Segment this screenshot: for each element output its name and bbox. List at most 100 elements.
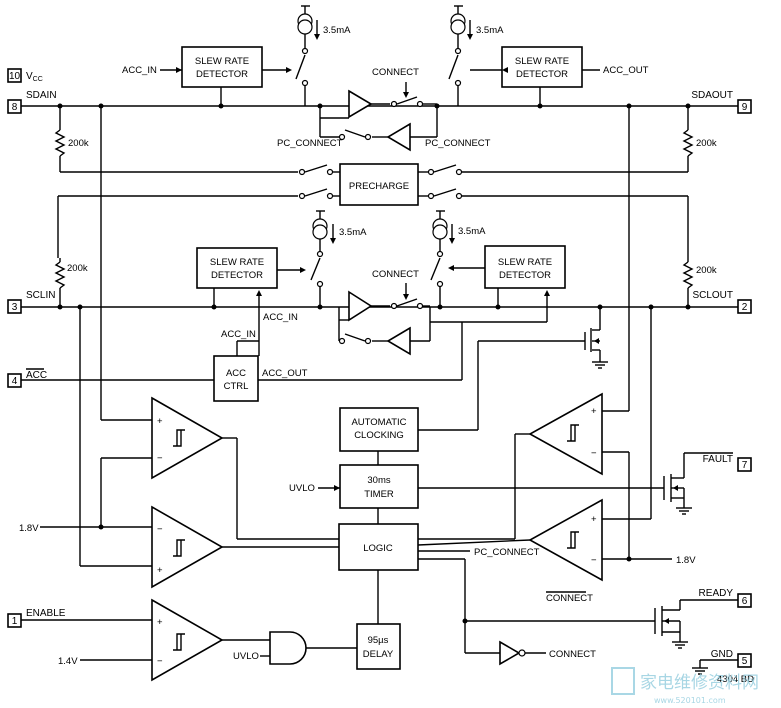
pin-3: 3 SCLIN (7, 290, 55, 314)
svg-text:AUTOMATIC: AUTOMATIC (351, 417, 406, 428)
pin-2-label: SCLOUT (692, 290, 733, 301)
comparator-scl-in: − + 1.8V (19, 307, 339, 589)
svg-text:3: 3 (12, 302, 18, 313)
sda-buffer-reverse: PC_CONNECT PC_CONNECT (277, 106, 491, 152)
svg-text:4: 4 (12, 376, 18, 387)
inverter: CONNECT (465, 640, 596, 666)
svg-text:CLOCKING: CLOCKING (354, 430, 404, 441)
pin-8: 8 SDAIN (7, 90, 57, 114)
comparator-scl-out: + − 1.8V (417, 307, 696, 582)
ref-1.8v-right: 1.8V (676, 555, 696, 566)
resistor-sda-in: 200k (54, 106, 89, 172)
svg-text:SLEW RATE: SLEW RATE (498, 257, 552, 268)
svg-text:LOGIC: LOGIC (363, 543, 393, 554)
pc-connect-label-logic: PC_CONNECT (474, 547, 540, 558)
svg-text:CTRL: CTRL (224, 381, 249, 392)
pc-connect-label-right: PC_CONNECT (425, 138, 491, 149)
svg-text:200k: 200k (68, 138, 89, 149)
svg-text:DETECTOR: DETECTOR (499, 270, 551, 281)
svg-text:30ms: 30ms (367, 475, 390, 486)
fault-mosfet (663, 452, 706, 515)
svg-text:95µs: 95µs (368, 635, 389, 646)
pin-5-label: GND (711, 649, 733, 660)
automatic-clocking-block: AUTOMATIC CLOCKING (339, 407, 478, 465)
svg-text:−: − (591, 448, 597, 459)
svg-text:−: − (157, 656, 163, 667)
delay-block: 95µs DELAY (356, 570, 401, 670)
svg-text:3.5mA: 3.5mA (323, 25, 351, 36)
svg-text:+: + (591, 406, 597, 417)
svg-text:+: + (157, 617, 163, 628)
svg-text:+: + (157, 416, 163, 427)
svg-text:+: + (157, 565, 163, 576)
svg-text:200k: 200k (67, 263, 88, 274)
svg-text:ACC: ACC (226, 368, 246, 379)
pin-6: 6 READY (699, 588, 752, 608)
connect-label-mid: CONNECT (372, 269, 419, 280)
and-gate: UVLO (233, 631, 357, 665)
comparator-sda-out: + − (418, 106, 630, 559)
acc-in-label-top: ACC_IN (122, 65, 157, 76)
svg-text:6: 6 (742, 596, 748, 607)
scl-pulldown-mosfet (477, 307, 608, 430)
connect-label-top: CONNECT (372, 67, 419, 78)
ref-1.8v-left: 1.8V (19, 523, 39, 534)
svg-text:5: 5 (742, 656, 748, 667)
acc-in-label-low: ACC_IN (221, 329, 256, 340)
pin-1: 1 ENABLE (7, 608, 66, 628)
svg-text:DETECTOR: DETECTOR (196, 69, 248, 80)
current-source-1: 3.5mA (295, 5, 351, 106)
acc-ctrl-block: ACC CTRL ACC_IN ACC_OUT (21, 322, 463, 402)
pin-10-number: 10 (9, 71, 21, 82)
pin-1-label: ENABLE (26, 608, 66, 619)
scl-buffer-forward: CONNECT (338, 269, 430, 322)
pc-connect-label-left: PC_CONNECT (277, 138, 343, 149)
scl-buffer-reverse (338, 307, 431, 356)
pin-9-label: SDAOUT (691, 90, 733, 101)
svg-text:+: + (591, 514, 597, 525)
gnd-connection: 4304 BD (692, 659, 754, 685)
acc-out-label-top: ACC_OUT (603, 65, 649, 76)
svg-text:1: 1 (12, 616, 18, 627)
precharge-block: PRECHARGE (57, 163, 689, 258)
ready-mosfet (654, 599, 738, 649)
svg-text:DETECTOR: DETECTOR (516, 69, 568, 80)
watermark-url: www.520101.com (654, 696, 726, 705)
comparator-enable: + − 1.4V (21, 598, 270, 682)
connect-inv-label: CONNECT (549, 649, 596, 660)
watermark: 家电维修资料网 www.520101.com (611, 667, 759, 705)
svg-text:−: − (157, 524, 163, 535)
pin-7-label: FAULT (703, 454, 733, 465)
logic-block: LOGIC PC_CONNECT CONNECT (338, 523, 655, 653)
pin-3-label: SCLIN (26, 290, 55, 301)
resistor-scl-out: 200k (682, 258, 717, 307)
svg-text:7: 7 (742, 460, 748, 471)
resistor-scl-in: 200k (54, 258, 88, 307)
svg-text:200k: 200k (696, 265, 717, 276)
figure-id: 4304 BD (717, 674, 754, 685)
svg-text:9: 9 (742, 102, 748, 113)
svg-text:PRECHARGE: PRECHARGE (349, 181, 409, 192)
svg-text:−: − (157, 453, 163, 464)
svg-text:DELAY: DELAY (363, 649, 394, 660)
pin-8-label: SDAIN (26, 90, 57, 101)
slew-rate-detector-scl-in: SLEW RATE DETECTOR ACC_IN (196, 247, 306, 356)
pin-2: 2 SCLOUT (692, 290, 752, 314)
pin-4-label: ACC (26, 370, 47, 381)
pin-6-label: READY (699, 588, 734, 599)
comparator-sda-in: + − (100, 106, 339, 540)
pin-5: 5 GND (711, 649, 752, 668)
svg-text:3.5mA: 3.5mA (458, 226, 486, 237)
current-source-4: 3.5mA (430, 210, 486, 307)
slew-rate-detector-sda-out: SLEW RATE DETECTOR ACC_OUT (470, 46, 649, 106)
pin-10: 10 VCC (7, 68, 43, 83)
current-source-2: 3.5mA (448, 5, 504, 106)
svg-text:DETECTOR: DETECTOR (211, 270, 263, 281)
slew-rate-detector-scl-out: SLEW RATE DETECTOR (430, 245, 566, 323)
timer-block: 30ms TIMER UVLO (289, 464, 664, 524)
watermark-cn: 家电维修资料网 (640, 673, 759, 693)
svg-text:SLEW RATE: SLEW RATE (210, 257, 264, 268)
acc-in-label-mid: ACC_IN (263, 312, 298, 323)
svg-text:SLEW RATE: SLEW RATE (515, 56, 569, 67)
current-source-3: 3.5mA (310, 210, 367, 307)
